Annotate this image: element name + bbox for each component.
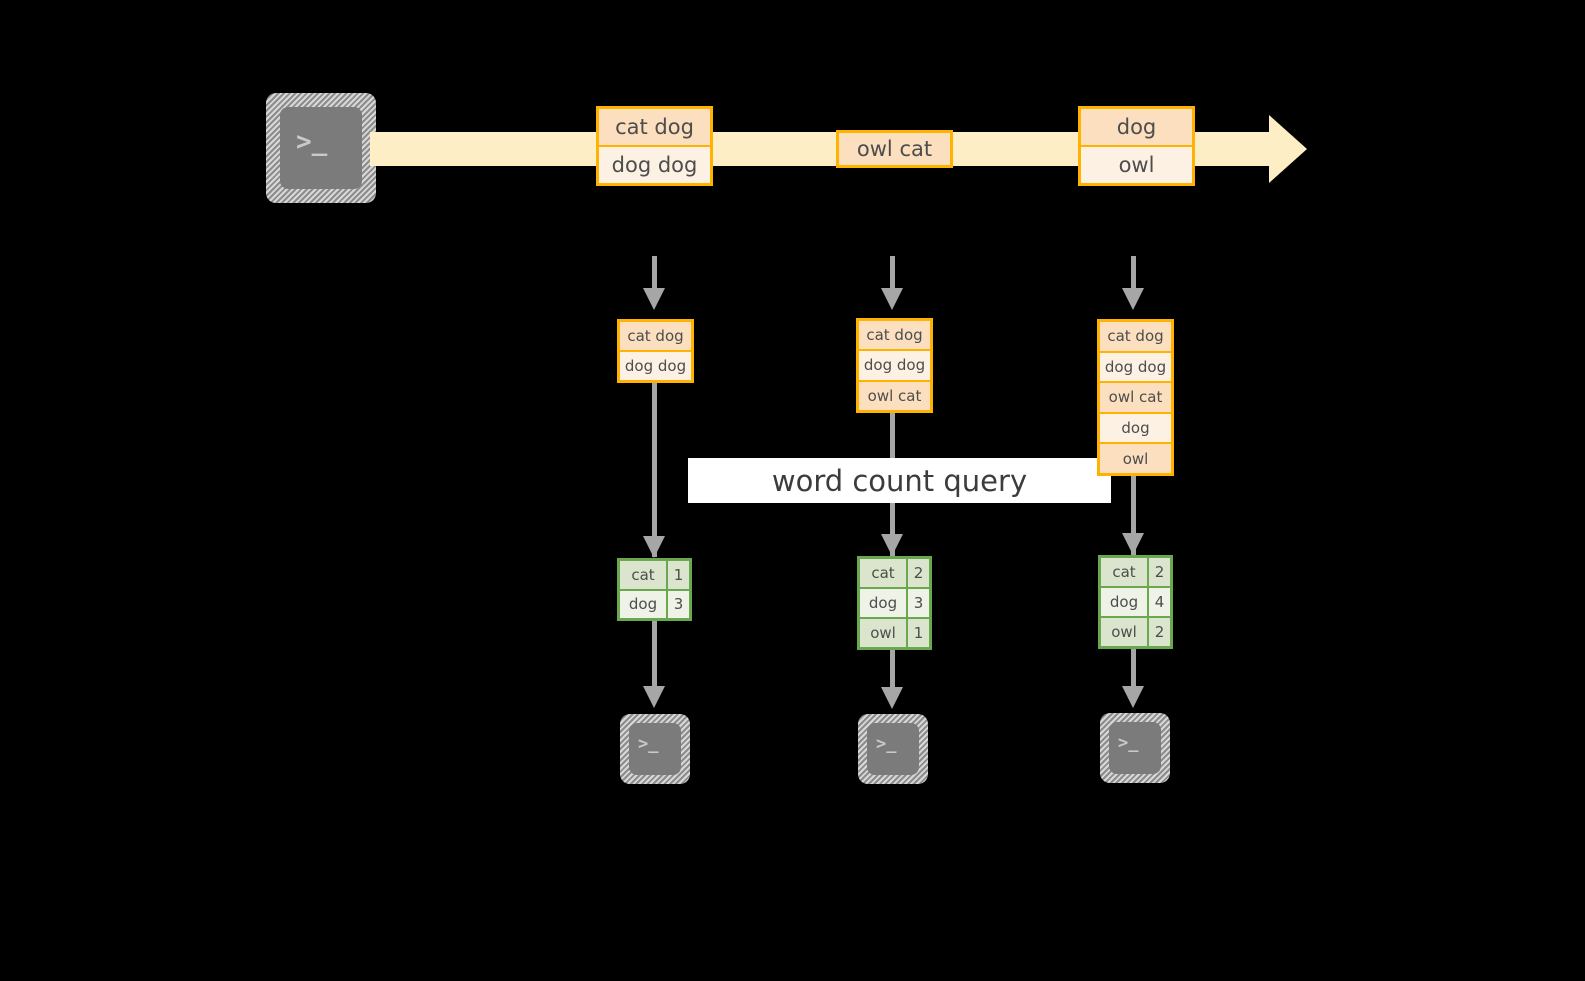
terminal-prompt-glyph: >_ — [638, 734, 659, 754]
result-word: dog — [860, 589, 908, 617]
query-connector-arrow-head-3 — [1122, 533, 1144, 555]
stream-arrow-head — [1269, 115, 1307, 183]
sink-connector-arrow-head-3 — [1122, 686, 1144, 708]
sink-connector-3 — [1131, 649, 1136, 701]
result-word: owl — [860, 619, 908, 647]
query-label: word count query — [688, 458, 1111, 503]
input-row: cat dog — [859, 321, 930, 352]
trigger-arrow-head-1 — [643, 288, 665, 310]
input-row: owl cat — [1100, 383, 1171, 414]
stream-event-group-3: dog owl — [1078, 106, 1195, 186]
result-word: cat — [860, 559, 908, 587]
trigger-dashed-line-2 — [890, 256, 895, 292]
input-row: owl — [1100, 444, 1171, 473]
table-row: dog 4 — [1101, 588, 1170, 618]
stream-event-row: owl cat — [839, 133, 950, 165]
sink-connector-2 — [890, 650, 895, 702]
trigger-arrow-head-2 — [881, 288, 903, 310]
terminal-prompt-glyph: >_ — [876, 734, 897, 754]
result-word: cat — [620, 561, 668, 589]
input-table-2: cat dog dog dog owl cat — [856, 318, 933, 413]
input-row: dog — [1100, 413, 1171, 445]
input-row: dog dog — [859, 351, 930, 382]
terminal-prompt-glyph: >_ — [1118, 733, 1139, 753]
query-connector-arrow-head-1 — [643, 536, 665, 558]
source-terminal-icon: >_ — [266, 93, 376, 203]
stream-event-row: cat dog — [599, 109, 710, 147]
result-count: 2 — [908, 559, 929, 587]
table-row: owl 2 — [1101, 618, 1170, 646]
result-count: 3 — [908, 589, 929, 617]
input-row: owl cat — [859, 381, 930, 410]
result-word: dog — [620, 590, 668, 618]
result-count: 1 — [668, 561, 689, 589]
table-row: cat 2 — [860, 559, 929, 589]
result-word: owl — [1101, 618, 1149, 646]
sink-terminal-icon-1: >_ — [620, 714, 690, 784]
trigger-dashed-line-1 — [652, 256, 657, 292]
result-count: 1 — [908, 619, 929, 647]
sink-terminal-icon-3: >_ — [1100, 713, 1170, 783]
query-connector-3 — [1131, 476, 1136, 556]
result-word: cat — [1101, 558, 1149, 586]
result-count: 2 — [1149, 618, 1170, 646]
sink-connector-arrow-head-2 — [881, 687, 903, 709]
result-word: dog — [1101, 588, 1149, 616]
table-row: dog 3 — [620, 590, 689, 618]
terminal-prompt-glyph: >_ — [296, 127, 328, 157]
stream-event-group-1: cat dog dog dog — [596, 106, 713, 186]
query-connector-1 — [652, 383, 657, 557]
sink-connector-1 — [652, 621, 657, 701]
sink-terminal-icon-2: >_ — [858, 714, 928, 784]
result-count: 3 — [668, 590, 689, 618]
stream-event-row: dog — [1081, 109, 1192, 147]
query-connector-arrow-head-2 — [881, 534, 903, 556]
terminal-body — [629, 723, 681, 775]
input-row: dog dog — [1100, 352, 1171, 384]
table-row: cat 1 — [620, 561, 689, 591]
result-table-2: cat 2 dog 3 owl 1 — [857, 556, 932, 650]
trigger-arrow-head-3 — [1122, 288, 1144, 310]
table-row: owl 1 — [860, 619, 929, 647]
result-count: 2 — [1149, 558, 1170, 586]
table-row: dog 3 — [860, 589, 929, 619]
sink-connector-arrow-head-1 — [643, 686, 665, 708]
result-count: 4 — [1149, 588, 1170, 616]
input-row: dog dog — [620, 352, 691, 380]
terminal-body — [867, 723, 919, 775]
result-table-1: cat 1 dog 3 — [617, 558, 692, 621]
terminal-body — [1109, 722, 1161, 774]
stream-event-group-2: owl cat — [836, 130, 953, 168]
stream-event-row: owl — [1081, 147, 1192, 183]
input-row: cat dog — [620, 322, 691, 352]
input-table-1: cat dog dog dog — [617, 319, 694, 383]
table-row: cat 2 — [1101, 558, 1170, 588]
input-row: cat dog — [1100, 322, 1171, 353]
result-table-3: cat 2 dog 4 owl 2 — [1098, 555, 1173, 649]
trigger-dashed-line-3 — [1131, 256, 1136, 292]
stream-event-row: dog dog — [599, 147, 710, 183]
input-table-3: cat dog dog dog owl cat dog owl — [1097, 319, 1174, 476]
terminal-body — [280, 107, 362, 189]
